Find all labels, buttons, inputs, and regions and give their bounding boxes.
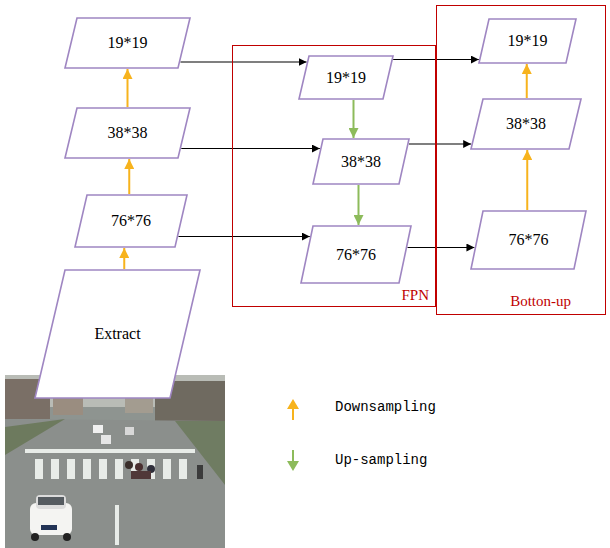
size-label: 19*19	[108, 34, 148, 52]
downsampling-arrow	[292, 408, 294, 420]
upsampling-arrowhead	[287, 461, 299, 471]
parallelogram	[479, 19, 576, 63]
downsampling-arrow	[127, 69, 129, 107]
lateral-arrow	[178, 236, 309, 237]
downsampling-arrow	[526, 150, 528, 210]
feature-map: 19*19	[65, 18, 190, 68]
downsampling-arrow	[526, 64, 528, 98]
size-label: 38*38	[108, 124, 148, 142]
parallelogram	[35, 270, 200, 398]
size-label: 38*38	[341, 153, 381, 171]
parallelogram	[65, 18, 190, 68]
size-label: 19*19	[508, 32, 548, 50]
parallelogram	[65, 108, 190, 158]
size-label: 76*76	[509, 231, 549, 249]
region-label: Botton-up	[510, 293, 571, 310]
parallelogram	[301, 226, 411, 283]
feature-map: 38*38	[65, 108, 190, 158]
legend-label: Up-sampling	[335, 452, 427, 468]
parallelogram	[471, 99, 581, 149]
size-label: Extract	[94, 325, 140, 343]
parallelogram	[299, 56, 393, 99]
size-label: 76*76	[336, 246, 376, 264]
feature-map: 76*76	[471, 211, 586, 269]
region-label: FPN	[401, 287, 429, 304]
lateral-arrow	[180, 61, 306, 62]
feature-map: 76*76	[301, 226, 411, 283]
parallelogram	[75, 195, 187, 247]
upsampling-arrow	[358, 185, 360, 225]
feature-map: 76*76	[75, 195, 187, 247]
downsampling-arrowhead	[287, 399, 299, 409]
traffic-photo	[5, 375, 225, 548]
feature-map: 19*19	[479, 19, 576, 63]
fpn-region: FPN 19*19 38*38 76*76	[232, 45, 436, 307]
feature-map: 38*38	[313, 139, 409, 184]
input-box: Extract	[35, 270, 200, 398]
legend-label: Downsampling	[335, 399, 436, 415]
upsampling-arrow	[292, 450, 294, 462]
bottom-up-region: Botton-up 19*19 38*38 76*76	[436, 5, 606, 315]
feature-map: 38*38	[471, 99, 581, 149]
lateral-arrow	[409, 143, 471, 144]
feature-map: 19*19	[299, 56, 393, 99]
size-label: 19*19	[326, 69, 366, 87]
lateral-arrow	[407, 247, 474, 248]
downsampling-arrow	[128, 159, 130, 194]
downsampling-arrow	[123, 248, 125, 269]
parallelogram	[471, 211, 586, 269]
size-label: 76*76	[111, 212, 151, 230]
parallelogram	[313, 139, 409, 184]
lateral-arrow	[181, 148, 320, 149]
size-label: 38*38	[506, 115, 546, 133]
upsampling-arrow	[353, 100, 355, 138]
